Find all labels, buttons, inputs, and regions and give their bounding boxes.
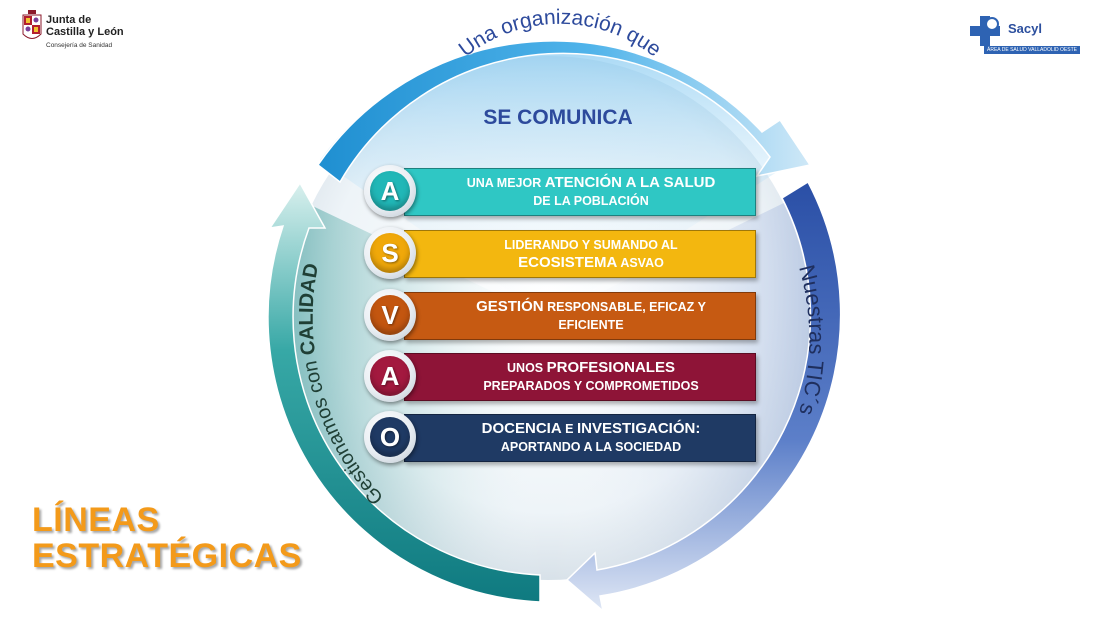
row-letter-badge: V <box>364 289 416 341</box>
row-letter: V <box>370 295 410 335</box>
junta-castilla-leon-logo: Junta de Castilla y León Consejería de S… <box>22 10 152 58</box>
row-line2: DE LA POBLACIÓN <box>533 194 649 208</box>
row-letter: A <box>370 356 410 396</box>
page-title: LÍNEAS ESTRATÉGICAS <box>32 502 332 574</box>
row-line1: UNOS PROFESIONALES <box>507 359 675 376</box>
row-line2: PREPARADOS Y COMPROMETIDOS <box>483 379 699 393</box>
sacyl-logo: Sacyl ÁREA DE SALUD VALLADOLID OESTE <box>970 14 1082 58</box>
row-letter: O <box>370 417 410 457</box>
strategy-row-a-profesionales: UNOS PROFESIONALES PREPARADOS Y COMPROME… <box>364 350 758 403</box>
logo-right-name: Sacyl <box>1008 21 1042 36</box>
logo-left-line3: Consejería de Sanidad <box>46 42 113 49</box>
row-bar: UNA MEJOR ATENCIÓN A LA SALUD DE LA POBL… <box>404 168 756 216</box>
strategy-row-v-gestion: GESTIÓN RESPONSABLE, EFICAZ Y EFICIENTE … <box>364 289 758 342</box>
title-line1: LÍNEAS <box>32 501 160 539</box>
right-arc-arrow <box>565 180 842 613</box>
row-letter: A <box>370 171 410 211</box>
strategy-row-a-atencion: UNA MEJOR ATENCIÓN A LA SALUD DE LA POBL… <box>364 165 758 218</box>
row-line1: GESTIÓN RESPONSABLE, EFICAZ Y <box>476 298 706 315</box>
row-bar: LIDERANDO Y SUMANDO AL ECOSISTEMA ASVAO <box>404 230 756 278</box>
row-line2: EFICIENTE <box>558 318 624 332</box>
title-line2: ESTRATÉGICAS <box>32 537 302 575</box>
logo-left-line1: Junta de <box>46 14 92 26</box>
row-line2: ECOSISTEMA ASVAO <box>518 254 664 271</box>
row-bar: UNOS PROFESIONALES PREPARADOS Y COMPROME… <box>404 353 756 401</box>
strategy-row-s-ecosistema: LIDERANDO Y SUMANDO AL ECOSISTEMA ASVAO … <box>364 227 758 280</box>
top-arc-arrow <box>316 40 812 184</box>
row-line1: UNA MEJOR ATENCIÓN A LA SALUD <box>466 174 716 191</box>
row-bar: GESTIÓN RESPONSABLE, EFICAZ Y EFICIENTE <box>404 292 756 340</box>
row-letter: S <box>370 233 410 273</box>
row-line2: APORTANDO A LA SOCIEDAD <box>500 440 682 454</box>
row-bar: DOCENCIA E INVESTIGACIÓN: APORTANDO A LA… <box>404 414 756 462</box>
row-line1: DOCENCIA E INVESTIGACIÓN: <box>481 420 701 437</box>
arc-top-line2: SE COMUNICA <box>483 106 632 129</box>
row-letter-badge: S <box>364 227 416 279</box>
row-line1: LIDERANDO Y SUMANDO AL <box>504 238 678 252</box>
row-letter-badge: O <box>364 411 416 463</box>
coat-of-arms-icon <box>22 10 42 39</box>
logo-right-subtitle: ÁREA DE SALUD VALLADOLID OESTE <box>984 46 1080 54</box>
logo-left-line2: Castilla y León <box>46 26 124 38</box>
row-letter-badge: A <box>364 350 416 402</box>
row-letter-badge: A <box>364 165 416 217</box>
sacyl-cross-icon <box>970 16 1000 46</box>
left-arc-arrow <box>267 181 541 603</box>
strategy-row-o-docencia: DOCENCIA E INVESTIGACIÓN: APORTANDO A LA… <box>364 411 758 464</box>
